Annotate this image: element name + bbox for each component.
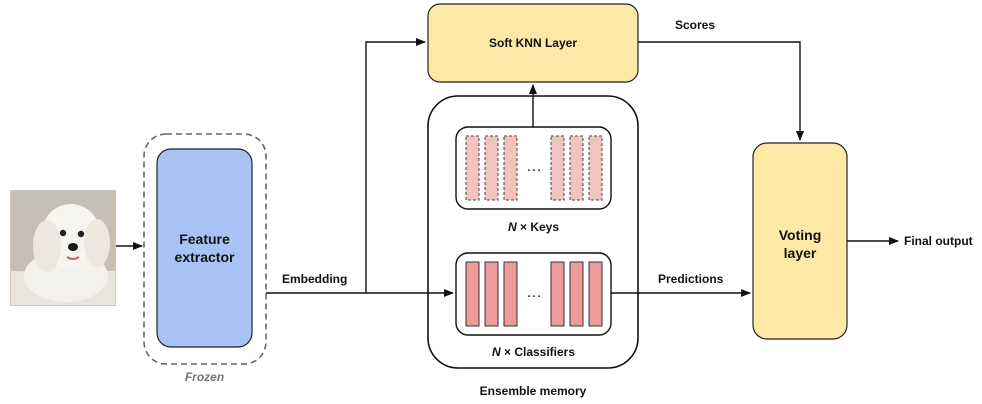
soft-knn-title: Soft KNN Layer bbox=[488, 36, 577, 50]
classifier-bar bbox=[588, 261, 603, 327]
key-bar bbox=[484, 135, 499, 201]
arrow-embedding-to-knn bbox=[365, 38, 426, 293]
key-bar bbox=[588, 135, 603, 201]
frozen-frame bbox=[143, 133, 267, 365]
voting-layer-title: Voting layer bbox=[778, 227, 822, 261]
keys-ellipsis: … bbox=[526, 158, 542, 175]
frozen-caption: Frozen bbox=[184, 370, 225, 384]
keys-label: N × Keys bbox=[507, 220, 560, 234]
classifier-bar bbox=[465, 261, 480, 327]
input-dog-image bbox=[10, 190, 116, 306]
key-bar bbox=[550, 135, 565, 201]
final-output-label: Final output bbox=[904, 234, 973, 248]
key-bar bbox=[503, 135, 518, 201]
classifier-bar bbox=[569, 261, 584, 327]
feature-extractor-title: Feature extractor bbox=[174, 231, 235, 265]
key-bar bbox=[465, 135, 480, 201]
feature-extractor-box bbox=[156, 148, 253, 348]
scores-label: Scores bbox=[675, 18, 716, 32]
key-bars bbox=[465, 135, 603, 201]
predictions-label: Predictions bbox=[658, 272, 724, 286]
embedding-label: Embedding bbox=[282, 272, 348, 286]
dog-photo-icon bbox=[11, 191, 115, 305]
ensemble-memory-caption: Ensemble memory bbox=[479, 384, 587, 398]
classifier-bar bbox=[503, 261, 518, 327]
classifiers-ellipsis: … bbox=[526, 284, 542, 301]
classifier-bar bbox=[550, 261, 565, 327]
soft-knn-box bbox=[427, 3, 639, 83]
key-bar bbox=[569, 135, 584, 201]
classifier-bar bbox=[484, 261, 499, 327]
classifiers-label: N × Classifiers bbox=[491, 345, 576, 359]
classifier-bars bbox=[465, 261, 603, 327]
arrow-scores bbox=[638, 41, 804, 141]
